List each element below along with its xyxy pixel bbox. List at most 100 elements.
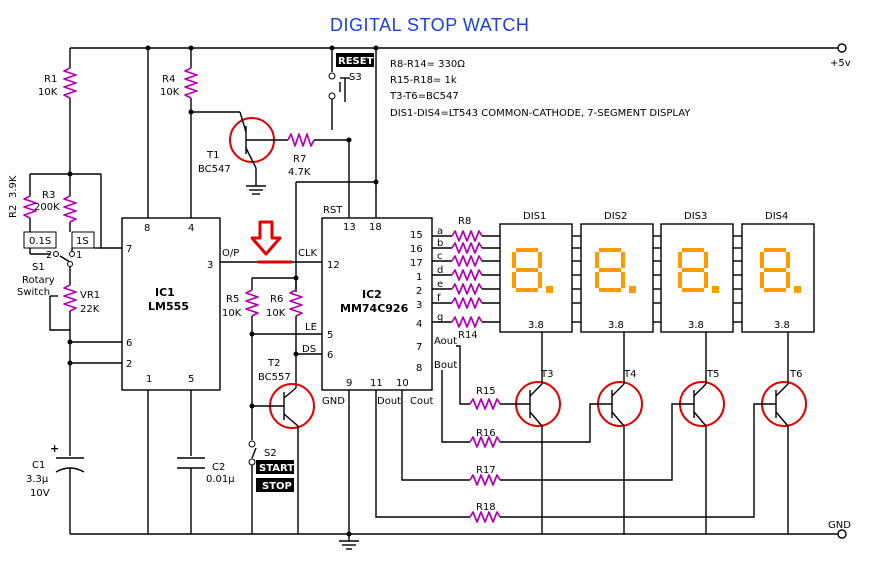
vcc-rail: +5v — [70, 43, 851, 69]
svg-text:4.7K: 4.7K — [288, 167, 311, 178]
capacitor-c1: + C1 3.3µ 10V — [26, 442, 85, 534]
svg-text:3.8: 3.8 — [688, 320, 704, 331]
resistor-r3: R3 200K — [34, 190, 77, 232]
segment-label-f: f — [437, 293, 441, 304]
signal-arrow-icon — [250, 220, 292, 264]
svg-text:R17: R17 — [476, 465, 496, 476]
svg-text:STOP: STOP — [262, 481, 292, 492]
svg-text:START: START — [259, 463, 294, 474]
svg-text:3.8: 3.8 — [608, 320, 624, 331]
svg-text:13: 13 — [343, 222, 356, 233]
note-displays: DIS1-DIS4=LT543 COMMON-CATHODE, 7-SEGMEN… — [390, 108, 691, 119]
svg-text:R2: R2 — [8, 205, 19, 218]
transistor-t2: T2 BC557 — [252, 358, 315, 534]
svg-text:3.9K: 3.9K — [8, 175, 19, 198]
segment-label-c: c — [437, 251, 443, 262]
svg-text:BC547: BC547 — [198, 164, 231, 175]
svg-text:Switch: Switch — [17, 287, 50, 298]
svg-text:10K: 10K — [38, 87, 58, 98]
svg-text:3: 3 — [207, 260, 213, 271]
svg-text:R7: R7 — [293, 154, 306, 165]
svg-text:T5: T5 — [706, 369, 719, 380]
svg-text:10K: 10K — [266, 308, 286, 319]
svg-text:DIS3: DIS3 — [684, 211, 707, 222]
svg-text:DIS1: DIS1 — [523, 211, 546, 222]
svg-text:4: 4 — [416, 319, 422, 330]
gnd-label: GND — [828, 520, 851, 531]
svg-text:10V: 10V — [30, 488, 50, 499]
svg-text:Bout: Bout — [434, 360, 457, 371]
svg-text:8: 8 — [416, 363, 422, 374]
svg-text:3.8: 3.8 — [774, 320, 790, 331]
svg-text:T3: T3 — [540, 369, 553, 380]
reset-button-s3[interactable]: RESET S3 — [328, 48, 374, 118]
display-dis2: DIS2 3.8 — [580, 211, 654, 333]
note-r8-r14: R8-R14= 330Ω — [390, 59, 465, 70]
vcc-label: +5v — [830, 58, 851, 69]
segment-label-a: a — [437, 226, 443, 237]
svg-text:DIS4: DIS4 — [765, 211, 788, 222]
svg-text:S2: S2 — [264, 448, 277, 459]
svg-text:7: 7 — [126, 244, 132, 255]
digit-drivers — [375, 332, 807, 534]
svg-text:R5: R5 — [226, 294, 239, 305]
svg-text:T6: T6 — [789, 369, 802, 380]
svg-text:+: + — [50, 442, 59, 455]
svg-text:2: 2 — [126, 359, 132, 370]
svg-text:18: 18 — [369, 222, 382, 233]
svg-text:1: 1 — [76, 250, 82, 261]
svg-text:R3: R3 — [42, 190, 55, 201]
svg-text:R16: R16 — [476, 428, 496, 439]
resistor-r4: R4 10K — [160, 67, 198, 99]
svg-text:T1: T1 — [206, 150, 219, 161]
start-stop-switch-s2[interactable]: S2 START STOP — [248, 406, 294, 534]
svg-text:MM74C926: MM74C926 — [340, 302, 409, 315]
svg-text:10K: 10K — [160, 87, 180, 98]
svg-text:R1: R1 — [44, 74, 57, 85]
svg-text:R6: R6 — [270, 294, 283, 305]
svg-text:R8: R8 — [458, 216, 471, 227]
svg-text:DIS2: DIS2 — [604, 211, 627, 222]
capacitor-c2: C2 0.01µ — [177, 457, 235, 534]
svg-text:15: 15 — [410, 230, 423, 241]
svg-text:2: 2 — [416, 286, 422, 297]
svg-text:DS: DS — [302, 344, 316, 355]
svg-text:1S: 1S — [76, 236, 89, 247]
svg-text:Dout: Dout — [377, 396, 401, 407]
svg-text:3.3µ: 3.3µ — [26, 474, 49, 485]
svg-text:0.1S: 0.1S — [29, 236, 51, 247]
display-dis4: DIS4 3.8 — [741, 211, 815, 333]
svg-text:C1: C1 — [32, 460, 45, 471]
svg-text:5: 5 — [327, 330, 333, 341]
display-dis3: DIS3 3.8 — [660, 211, 734, 333]
svg-text:LE: LE — [305, 322, 317, 333]
resistor-r2: R2 3.9K — [8, 174, 37, 232]
svg-text:Cout: Cout — [410, 396, 433, 407]
svg-text:11: 11 — [370, 378, 383, 389]
resistor-r5: R5 10K — [222, 277, 296, 334]
resistor-r1: R1 10K — [38, 48, 77, 196]
resistor-r7: R7 4.7K — [287, 133, 350, 218]
svg-text:VR1: VR1 — [80, 290, 100, 301]
svg-text:S3: S3 — [349, 72, 362, 83]
rotary-switch-s1[interactable]: 0.1S 1S 2 1 S1 Rotary Switch — [17, 231, 95, 298]
svg-text:C2: C2 — [212, 462, 225, 473]
svg-text:12: 12 — [327, 260, 340, 271]
svg-text:Aout: Aout — [434, 336, 457, 347]
ic2-mm74c926: IC2 MM74C926 13 18 12 5 6 9 11 10 15 16 … — [321, 217, 433, 391]
svg-text:R14: R14 — [458, 330, 478, 341]
svg-text:4: 4 — [188, 223, 194, 234]
svg-text:T2: T2 — [267, 358, 280, 369]
gnd-rail: GND — [70, 520, 851, 550]
svg-text:R4: R4 — [162, 74, 175, 85]
svg-text:22K: 22K — [80, 304, 100, 315]
svg-text:RESET: RESET — [338, 56, 374, 67]
svg-text:10: 10 — [396, 378, 409, 389]
display-dis1: DIS1 3.8 — [499, 211, 573, 333]
svg-text:LM555: LM555 — [148, 300, 189, 313]
svg-text:S1: S1 — [32, 262, 45, 273]
svg-text:0.01µ: 0.01µ — [206, 474, 235, 485]
svg-text:R15: R15 — [476, 386, 496, 397]
note-r15-r18: R15-R18= 1k — [390, 75, 457, 86]
